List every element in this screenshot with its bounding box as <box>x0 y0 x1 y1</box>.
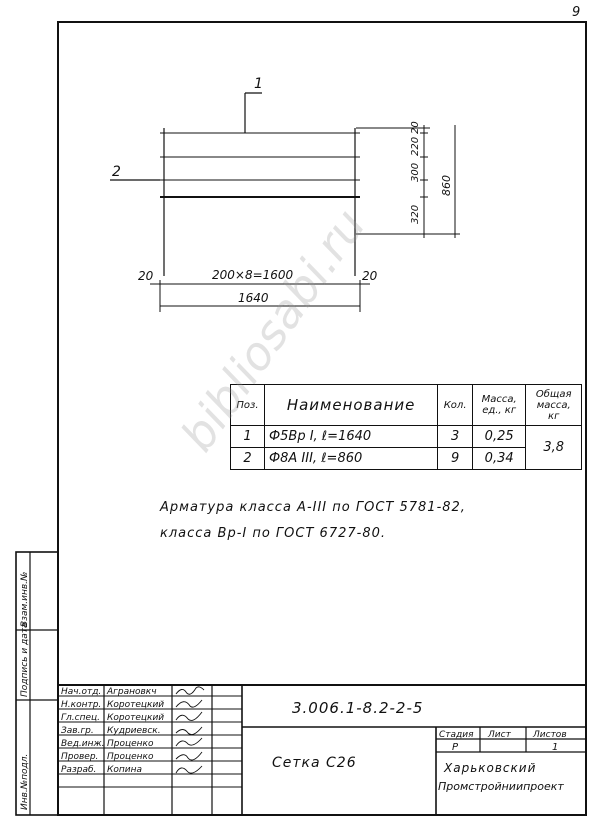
name-7: Копина <box>107 765 142 775</box>
header-name: Наименование <box>263 384 439 426</box>
dim-right-seg-2: 220 <box>410 137 421 156</box>
stage-value: Р <box>452 742 459 753</box>
role-6: Провер. <box>61 752 98 762</box>
name-3: Коротецкий <box>107 713 164 723</box>
title-block: Нач.отд. Н.контр. Гл.спец. Зав.гр. Вед.и… <box>58 684 586 815</box>
role-2: Н.контр. <box>61 700 101 710</box>
role-7: Разраб. <box>61 765 96 775</box>
side-stamp-cell-2: Подпись и дата <box>20 622 30 697</box>
header-qty: Кол. <box>437 384 473 426</box>
side-stamp-cell-3: Взам.инв.№ <box>20 572 30 627</box>
header-unit-mass: Масса, ед., кг <box>471 384 527 426</box>
role-5: Вед.инж. <box>61 739 105 749</box>
sheet-frame <box>57 21 587 816</box>
org-line-1: Харьковский <box>443 761 536 775</box>
table-row: 1 Ф5Вр I, ℓ=1640 3 0,25 3,8 <box>230 425 582 470</box>
sheet-label: Лист <box>487 730 512 740</box>
sheets-label: Листов <box>532 730 567 740</box>
role-1: Нач.отд. <box>61 687 101 697</box>
dim-right-seg-1: 20 <box>410 121 421 134</box>
dim-left-end: 20 <box>138 269 154 283</box>
header-total-mass: Общая масса, кг <box>525 384 582 426</box>
name-5: Проценко <box>107 739 154 749</box>
position-1-label: 1 <box>254 76 263 92</box>
org-line-2: Промстройниипроект <box>438 780 564 793</box>
note-line-2: класса Вр-I по ГОСТ 6727-80. <box>160 526 387 541</box>
row-1-unit-mass: 0,25 <box>471 425 527 448</box>
stage-label: Стадия <box>439 730 474 740</box>
dim-total: 1640 <box>238 291 269 305</box>
name-2: Коротецкий <box>107 700 164 710</box>
dim-right-seg-4: 320 <box>410 205 421 224</box>
header-pos: Поз. <box>230 384 265 426</box>
dim-right-end: 20 <box>362 269 378 283</box>
position-2-label: 2 <box>112 164 121 180</box>
row-2-qty: 9 <box>437 447 473 470</box>
sheet-title: Сетка С26 <box>272 755 357 771</box>
spec-header-row: Поз. Наименование Кол. Масса, ед., кг Об… <box>230 384 582 426</box>
total-mass-value: 3,8 <box>525 425 582 470</box>
role-3: Гл.спец. <box>61 713 100 723</box>
page-number: 9 <box>572 5 580 20</box>
dim-right-total: 860 <box>440 175 453 196</box>
sheets-value: 1 <box>552 742 558 753</box>
name-4: Кудриевск. <box>107 726 161 736</box>
row-1-qty: 3 <box>437 425 473 448</box>
dim-right-seg-3: 300 <box>410 163 421 182</box>
mesh-drawing: 1 2 200×8=1600 1640 20 20 20 220 300 320… <box>110 76 460 312</box>
dim-span: 200×8=1600 <box>212 268 294 282</box>
side-stamp-cell-1: Инв.№подл. <box>20 754 30 810</box>
doc-code: 3.006.1-8.2-2-5 <box>292 699 423 717</box>
table-row: 2 Ф8А III, ℓ=860 9 0,34 <box>230 447 582 470</box>
name-1: Аграновкч <box>106 687 157 697</box>
signatures <box>175 686 205 774</box>
specification-table: Поз. Наименование Кол. Масса, ед., кг Об… <box>230 384 582 470</box>
name-6: Проценко <box>107 752 154 762</box>
role-4: Зав.гр. <box>61 726 94 736</box>
side-stamp: Инв.№подл. Подпись и дата Взам.инв.№ <box>15 551 59 816</box>
row-2-unit-mass: 0,34 <box>471 447 527 470</box>
note-line-1: Арматура класса А-III по ГОСТ 5781-82, <box>160 500 466 515</box>
row-2-name: Ф8А III, ℓ=860 <box>263 447 439 470</box>
row-2-pos: 2 <box>230 447 265 470</box>
row-1-name: Ф5Вр I, ℓ=1640 <box>263 425 439 448</box>
